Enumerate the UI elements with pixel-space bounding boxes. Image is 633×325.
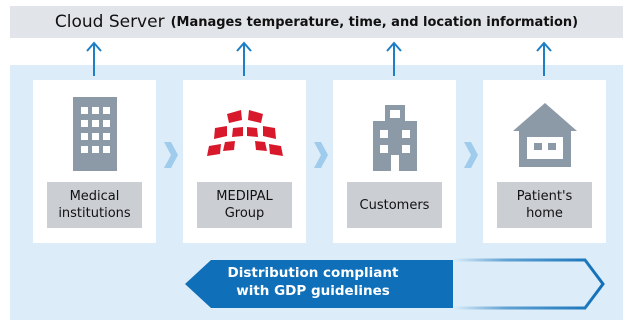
cloud-server-subtitle: (Manages temperature, time, and location…: [170, 14, 579, 30]
upload-arrow-icon: [86, 41, 102, 76]
stage-patients-home: Patient's home: [483, 80, 606, 243]
house-icon: [512, 103, 577, 167]
cloud-server-banner: Cloud Server (Manages temperature, time,…: [10, 6, 623, 38]
chevron-right-icon: [164, 142, 178, 168]
chevron-right-icon: [314, 142, 328, 168]
gdp-distribution-arrow: [185, 258, 605, 310]
stage-medical-institutions: Medical institutions: [33, 80, 156, 243]
office-building-icon: [72, 97, 117, 171]
chevron-right-icon: [464, 142, 478, 168]
stage-label: MEDIPAL Group: [197, 182, 292, 228]
stage-label: Patient's home: [497, 182, 592, 228]
stage-medipal-group: MEDIPAL Group: [183, 80, 306, 243]
stage-label: Medical institutions: [47, 182, 142, 228]
medipal-logo-icon: [206, 110, 283, 156]
gdp-compliance-label: Distribution compliant with GDP guidelin…: [227, 265, 399, 299]
pharmacy-building-icon: [372, 105, 417, 171]
stage-label: Customers: [347, 182, 442, 228]
upload-arrow-icon: [236, 41, 252, 76]
cloud-server-title: Cloud Server: [54, 12, 165, 32]
stage-customers: Customers: [333, 80, 456, 243]
upload-arrow-icon: [386, 41, 402, 76]
upload-arrow-icon: [536, 41, 552, 76]
